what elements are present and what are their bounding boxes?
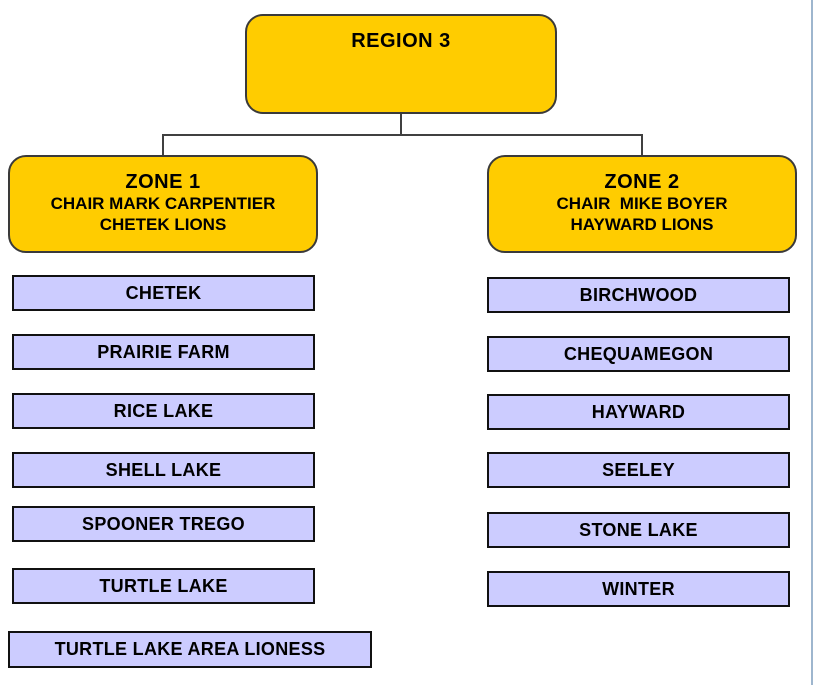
connector-zone1-stub bbox=[162, 134, 164, 157]
club-stone-lake: STONE LAKE bbox=[487, 512, 790, 548]
club-chequamegon: CHEQUAMEGON bbox=[487, 336, 790, 372]
club-winter: WINTER bbox=[487, 571, 790, 607]
zone2-chair-club: HAYWARD LIONS bbox=[570, 215, 714, 235]
club-chetek: CHETEK bbox=[12, 275, 315, 311]
club-hayward: HAYWARD bbox=[487, 394, 790, 430]
page-edge-line bbox=[811, 0, 813, 685]
region-node: REGION 3 bbox=[245, 14, 557, 114]
club-seeley: SEELEY bbox=[487, 452, 790, 488]
zone1-node: ZONE 1 CHAIR MARK CARPENTIER CHETEK LION… bbox=[8, 155, 318, 253]
club-shell-lake: SHELL LAKE bbox=[12, 452, 315, 488]
club-turtle-lake-area-lioness: TURTLE LAKE AREA LIONESS bbox=[8, 631, 372, 668]
club-rice-lake: RICE LAKE bbox=[12, 393, 315, 429]
club-prairie-farm: PRAIRIE FARM bbox=[12, 334, 315, 370]
connector-horizontal bbox=[162, 134, 643, 136]
zone1-chair: CHAIR MARK CARPENTIER bbox=[50, 194, 276, 214]
zone2-node: ZONE 2 CHAIR MIKE BOYER HAYWARD LIONS bbox=[487, 155, 797, 253]
connector-region-stem bbox=[400, 112, 402, 136]
club-birchwood: BIRCHWOOD bbox=[487, 277, 790, 313]
connector-zone2-stub bbox=[641, 134, 643, 157]
region-title: REGION 3 bbox=[351, 30, 451, 52]
zone1-title: ZONE 1 bbox=[125, 171, 201, 193]
zone2-title: ZONE 2 bbox=[604, 171, 680, 193]
zone1-chair-club: CHETEK LIONS bbox=[99, 215, 227, 235]
zone2-chair: CHAIR MIKE BOYER bbox=[556, 194, 728, 214]
club-spooner-trego: SPOONER TREGO bbox=[12, 506, 315, 542]
club-turtle-lake: TURTLE LAKE bbox=[12, 568, 315, 604]
